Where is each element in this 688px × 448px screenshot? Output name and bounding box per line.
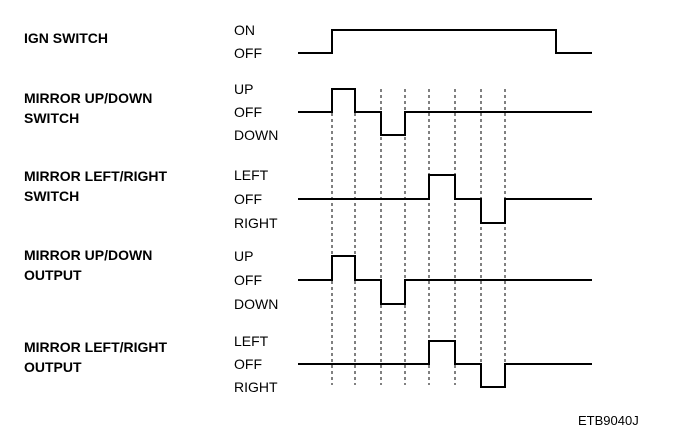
level-label: UP bbox=[234, 81, 253, 97]
signal-label: MIRROR LEFT/RIGHT bbox=[24, 339, 168, 355]
level-label: OFF bbox=[234, 191, 262, 207]
signal-label: MIRROR LEFT/RIGHT bbox=[24, 168, 168, 184]
level-label: UP bbox=[234, 248, 253, 264]
signal-label: SWITCH bbox=[24, 110, 79, 126]
level-label: LEFT bbox=[234, 333, 269, 349]
waveform bbox=[298, 255, 592, 305]
level-label: OFF bbox=[234, 104, 262, 120]
signal-label: SWITCH bbox=[24, 188, 79, 204]
waveform bbox=[298, 174, 592, 224]
level-label: ON bbox=[234, 22, 255, 38]
signal-row: MIRROR LEFT/RIGHT OUTPUT LEFT OFF RIGHT bbox=[24, 333, 592, 395]
signal-label: MIRROR UP/DOWN bbox=[24, 247, 152, 263]
guide-lines bbox=[331, 89, 506, 385]
waveform bbox=[298, 340, 592, 388]
signal-label: OUTPUT bbox=[24, 267, 82, 283]
waveform bbox=[298, 29, 592, 54]
level-label: RIGHT bbox=[234, 215, 278, 231]
figure-id: ETB9040J bbox=[578, 413, 639, 428]
signal-row: MIRROR LEFT/RIGHT SWITCH LEFT OFF RIGHT bbox=[24, 167, 592, 231]
level-label: OFF bbox=[234, 356, 262, 372]
level-label: LEFT bbox=[234, 167, 269, 183]
signal-row: IGN SWITCH ON OFF bbox=[24, 22, 592, 61]
signal-label: MIRROR UP/DOWN bbox=[24, 90, 152, 106]
level-label: RIGHT bbox=[234, 379, 278, 395]
level-label: DOWN bbox=[234, 127, 278, 143]
signal-label: OUTPUT bbox=[24, 359, 82, 375]
level-label: OFF bbox=[234, 45, 262, 61]
signal-rows: IGN SWITCH ON OFF MIRROR UP/DOWN SWITCH UP OFF… bbox=[24, 22, 592, 395]
signal-row: MIRROR UP/DOWN OUTPUT UP OFF DOWN bbox=[24, 247, 592, 312]
level-label: DOWN bbox=[234, 296, 278, 312]
waveform bbox=[298, 88, 592, 136]
level-label: OFF bbox=[234, 272, 262, 288]
signal-row: MIRROR UP/DOWN SWITCH UP OFF DOWN bbox=[24, 81, 592, 143]
signal-label: IGN SWITCH bbox=[24, 30, 108, 46]
